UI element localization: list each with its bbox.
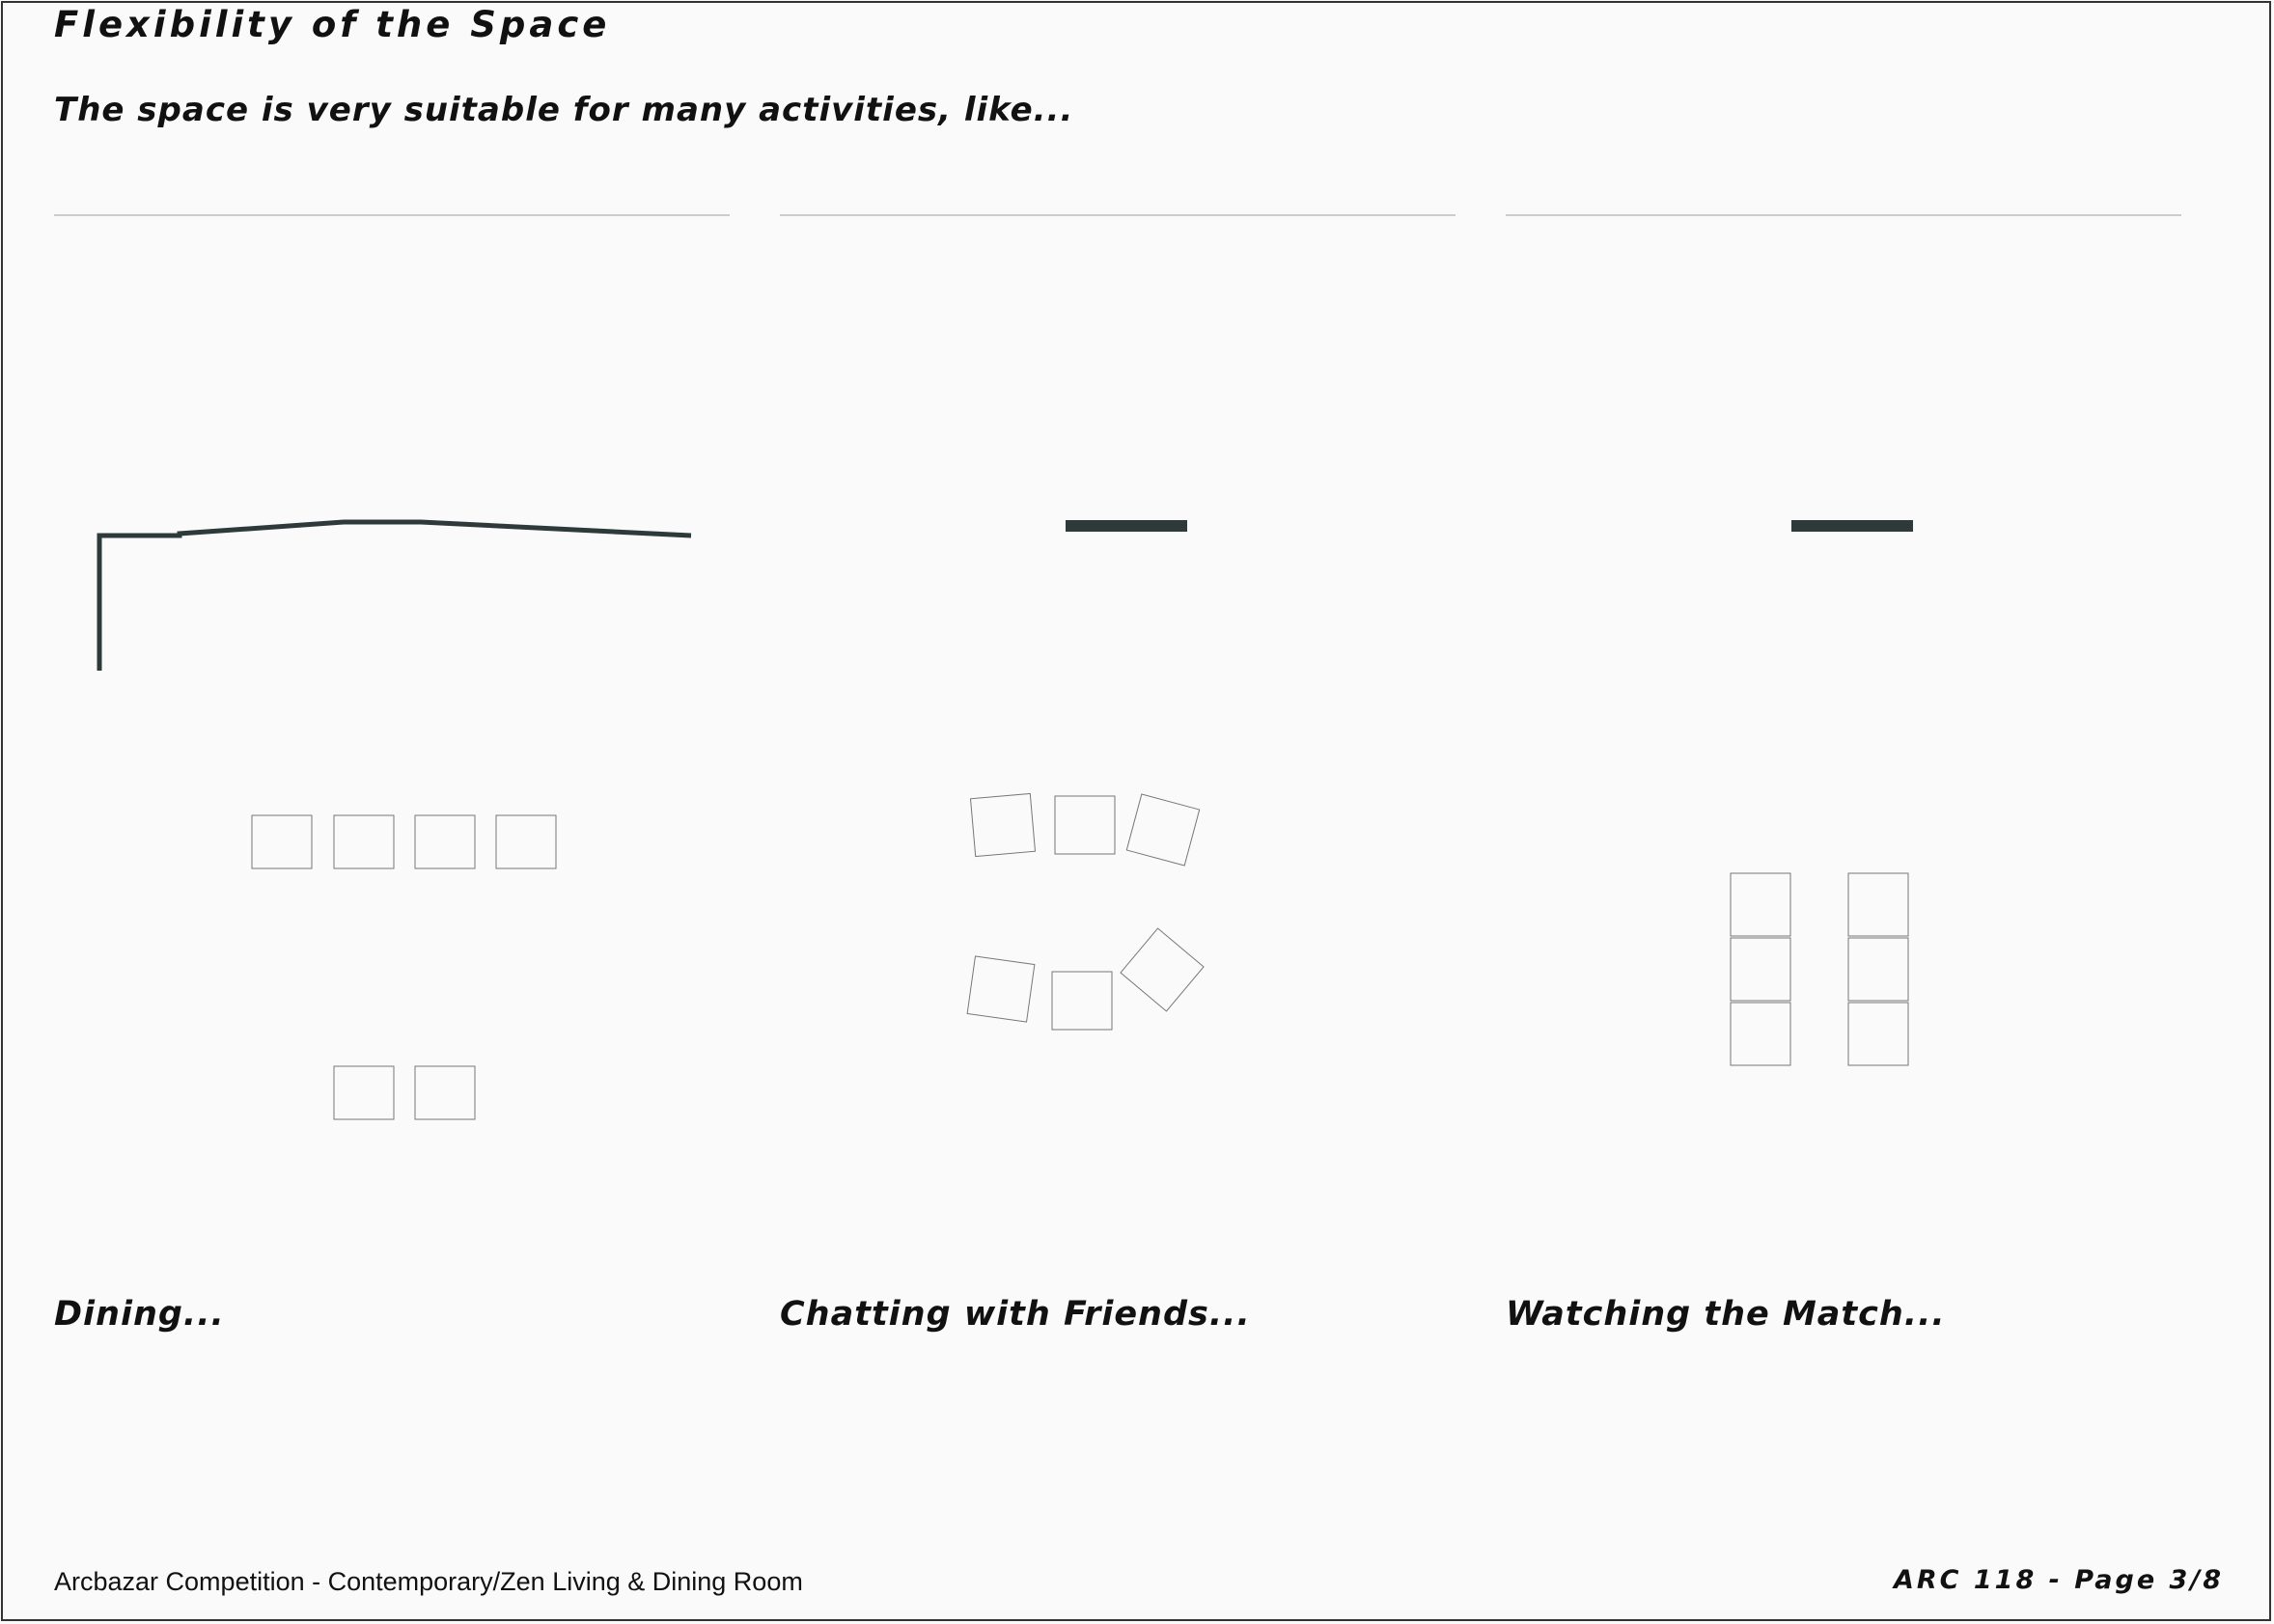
page-subtitle: The space is very suitable for many acti… [54, 91, 1074, 129]
floor-plan-dining [54, 169, 768, 1235]
plan-base [54, 214, 730, 216]
plan-base [1506, 214, 2181, 216]
chatting-plan-svg [780, 214, 1456, 1031]
footer-page-number: ARC 118 - Page 3/8 [1893, 1565, 2224, 1595]
caption-dining: Dining... [54, 1295, 225, 1334]
floor-plan-chatting [780, 169, 1494, 1235]
page-title: Flexibility of the Space [54, 4, 611, 45]
plan-base [780, 214, 1456, 216]
watching-plan-svg [1506, 214, 2181, 1066]
caption-watching: Watching the Match... [1506, 1295, 1946, 1334]
dining-tables [251, 814, 557, 1120]
match-seating [1730, 872, 1909, 1066]
footer-competition: Arcbazar Competition - Contemporary/Zen … [54, 1567, 803, 1596]
floor-plan-watching [1506, 169, 2220, 1235]
dining-plan-svg [54, 214, 730, 1120]
chat-seating [966, 792, 1205, 1031]
caption-chatting: Chatting with Friends... [780, 1295, 1251, 1334]
